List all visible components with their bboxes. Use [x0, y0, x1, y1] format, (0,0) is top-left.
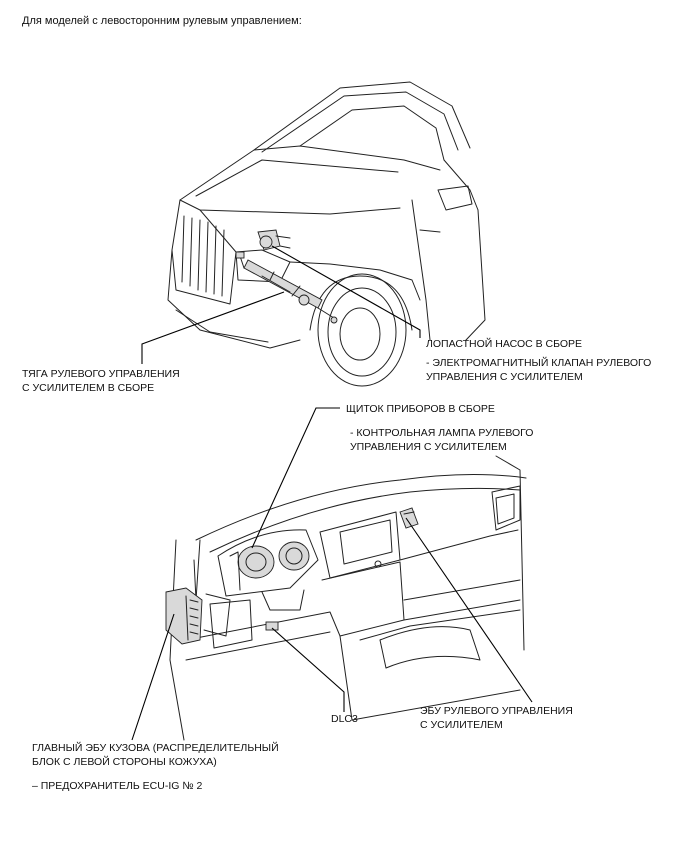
label-steering-link-2: С УСИЛИТЕЛЕМ В СБОРЕ	[22, 382, 155, 394]
label-vane-pump: ЛОПАСТНОЙ НАСОС В СБОРЕ	[426, 338, 583, 350]
label-steering-link-1: ТЯГА РУЛЕВОГО УПРАВЛЕНИЯ	[22, 368, 180, 380]
label-dlc3: DLC3	[331, 713, 358, 725]
label-vane-pump-sub-2: УПРАВЛЕНИЯ С УСИЛИТЕЛЕМ	[426, 371, 583, 383]
label-main-body-ecu-1: ГЛАВНЫЙ ЭБУ КУЗОВА (РАСПРЕДЕЛИТЕЛЬНЫЙ	[32, 742, 279, 754]
page-heading: Для моделей с левосторонним рулевым упра…	[22, 15, 302, 27]
label-cluster-sub-2: УПРАВЛЕНИЯ С УСИЛИТЕЛЕМ	[350, 441, 507, 453]
vehicle-exterior-drawing	[141, 81, 486, 387]
label-power-steering-ecu-2: С УСИЛИТЕЛЕМ	[420, 719, 503, 731]
label-main-body-ecu-2: БЛОК С ЛЕВОЙ СТОРОНЫ КОЖУХА)	[32, 756, 217, 768]
label-cluster-sub-1: - КОНТРОЛЬНАЯ ЛАМПА РУЛЕВОГО	[350, 427, 534, 439]
label-fuse-ecu-ig2: – ПРЕДОХРАНИТЕЛЬ ECU-IG № 2	[32, 780, 203, 792]
label-instrument-cluster: ЩИТОК ПРИБОРОВ В СБОРЕ	[346, 403, 495, 415]
label-vane-pump-sub-1: - ЭЛЕКТРОМАГНИТНЫЙ КЛАПАН РУЛЕВОГО	[426, 357, 652, 369]
label-power-steering-ecu-1: ЭБУ РУЛЕВОГО УПРАВЛЕНИЯ	[420, 705, 573, 717]
dashboard-drawing	[131, 407, 533, 741]
